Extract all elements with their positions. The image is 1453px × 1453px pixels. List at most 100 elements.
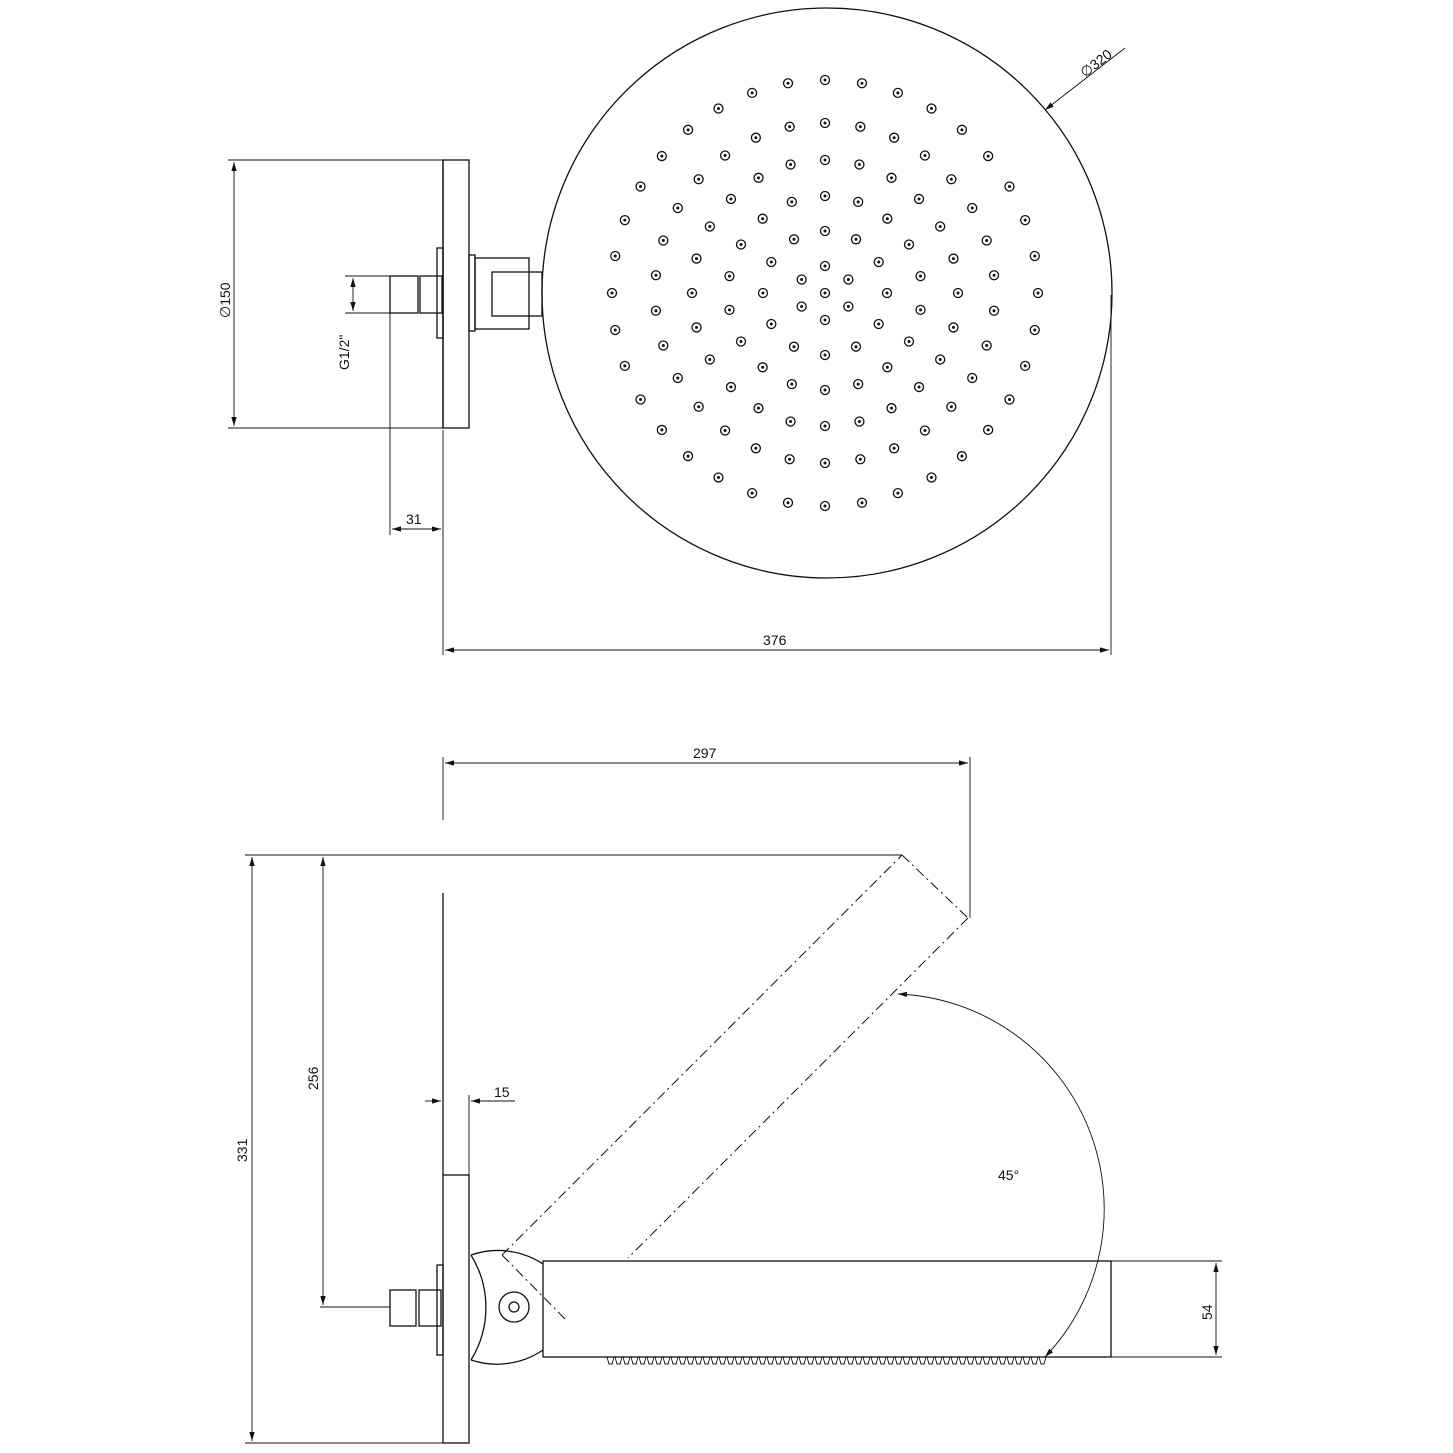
nozzle-hole [930, 107, 933, 111]
nozzle-icon [766, 256, 777, 268]
nozzle-icon [873, 256, 884, 268]
nozzle-hole [896, 91, 900, 95]
nozzle-hole [761, 217, 765, 221]
nozzle-icon [819, 420, 831, 432]
nozzle-icon [935, 221, 946, 232]
dim-total-height: 331 [234, 854, 902, 1444]
dim-fitting-depth: 31 [389, 313, 444, 655]
nozzle-tooth [758, 1356, 767, 1365]
nozzle-hole [639, 185, 643, 188]
nozzle-hole [789, 419, 793, 423]
nozzle-icon [819, 74, 831, 86]
nozzle-icon [850, 234, 862, 245]
dim-tilted-projection-label: 297 [693, 745, 717, 761]
dim-head-diameter-label: ∅320 [1077, 46, 1115, 81]
nozzle-icon [750, 443, 762, 454]
nozzle-icon [735, 239, 747, 250]
wall-flange-side [442, 1174, 470, 1444]
nozzle-hole [823, 504, 827, 508]
nozzle-icon [682, 451, 694, 462]
nozzle-hole [788, 457, 792, 461]
nozzle-tooth [766, 1356, 775, 1365]
nozzle-hole [1033, 328, 1037, 332]
nozzle-icon [854, 159, 865, 170]
nozzle-hole [885, 291, 889, 295]
nozzle-hole [1007, 185, 1011, 188]
nozzle-icon [946, 401, 957, 412]
nozzle-hole [858, 125, 862, 129]
nozzle-icon [819, 154, 831, 166]
nozzle-tooth [934, 1356, 943, 1365]
nozzle-icon [915, 271, 926, 282]
nozzle-icon [619, 214, 630, 226]
wall-plate [436, 247, 444, 339]
nozzle-hole [823, 158, 827, 162]
nozzle-tooth [814, 1356, 823, 1365]
nozzle-tooth [950, 1356, 959, 1365]
nozzle-hole [854, 237, 858, 241]
nozzle-icon [819, 384, 831, 396]
nozzle-tooth [1014, 1356, 1023, 1365]
nozzle-hole [917, 197, 921, 201]
nozzle-icon [784, 121, 795, 132]
nozzle-hole [769, 322, 773, 326]
nozzle-tooth [1006, 1356, 1015, 1365]
nozzle-tooth [806, 1356, 815, 1365]
nozzle-hole [949, 177, 953, 181]
nozzle-hole [754, 136, 758, 140]
nozzle-icon [952, 287, 964, 299]
nozzle-hole [896, 491, 900, 495]
nozzle-icon [983, 424, 994, 436]
threaded-inlet-side [320, 1289, 442, 1327]
nozzle-icon [913, 193, 925, 205]
nozzle-icon [956, 451, 968, 462]
nozzle-icon [686, 287, 698, 299]
nozzle-tooth [822, 1356, 831, 1365]
nozzle-hole [854, 345, 858, 349]
nozzle-hole [892, 136, 896, 140]
tilted-head-outline [501, 854, 969, 1321]
nozzle-icon [854, 416, 865, 427]
nozzle-icon [892, 488, 904, 499]
nozzle-hole [1023, 218, 1027, 222]
nozzle-icon [1029, 250, 1040, 262]
dim-head-thickness-label: 54 [1199, 1304, 1215, 1320]
nozzle-tooth [886, 1356, 895, 1365]
front-view: ∅320 ∅150 G1/2" 31 376 [217, 7, 1126, 655]
nozzle-hole [754, 446, 758, 450]
nozzle-hole [654, 309, 658, 313]
nozzle-tooth [830, 1356, 839, 1365]
nozzle-icon [948, 322, 959, 333]
nozzle-icon [650, 270, 662, 281]
nozzle-hole [823, 388, 827, 392]
nozzle-icon [713, 103, 724, 114]
dim-inlet-height-label: 256 [305, 1066, 321, 1090]
nozzle-icon [988, 305, 1000, 316]
nozzle-tooth [990, 1356, 999, 1365]
nozzle-icon [735, 336, 747, 347]
nozzle-icon [819, 349, 831, 361]
nozzle-icon [682, 124, 694, 135]
nozzle-hole [610, 291, 614, 295]
nozzle-hole [686, 128, 690, 132]
nozzle-hole [823, 78, 827, 82]
nozzle-hole [890, 406, 893, 410]
nozzle-icon [967, 202, 978, 214]
nozzle-hole [623, 218, 627, 222]
nozzle-icon [903, 336, 915, 347]
nozzle-tooth [1030, 1356, 1039, 1365]
nozzle-hole [800, 305, 804, 308]
nozzle-icon [753, 172, 764, 183]
nozzle-tooth [942, 1356, 951, 1365]
nozzle-teeth [606, 1356, 1047, 1365]
nozzle-icon [873, 318, 884, 330]
nozzle-hole [723, 153, 727, 157]
nozzle-hole [786, 81, 790, 85]
nozzle-icon [788, 234, 800, 245]
nozzle-pattern [606, 74, 1044, 512]
nozzle-icon [788, 341, 800, 352]
nozzle-hole [985, 238, 989, 242]
nozzle-hole [690, 291, 694, 295]
nozzle-hole [860, 501, 864, 505]
